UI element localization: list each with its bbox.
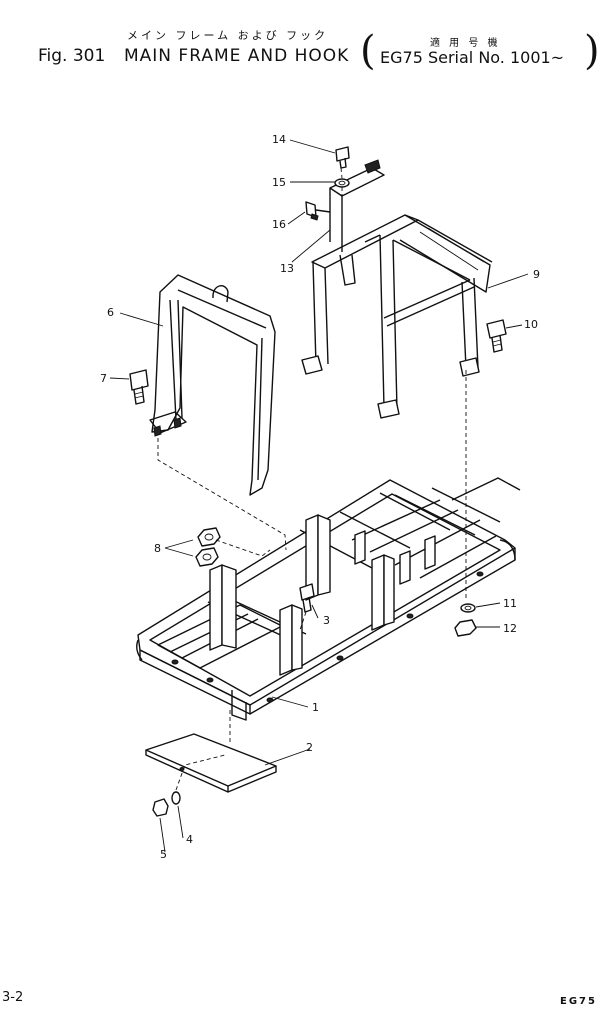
callout-14: 14 xyxy=(272,133,286,146)
callout-10: 10 xyxy=(524,318,538,331)
washer-part-11 xyxy=(460,603,476,613)
open-bracket: ( xyxy=(360,28,376,74)
leader-lines xyxy=(109,139,529,853)
callout-5: 5 xyxy=(160,848,167,861)
assembly-centerlines xyxy=(157,167,467,791)
bolt-part-14 xyxy=(335,146,350,169)
figure-number: Fig. 301 xyxy=(38,46,106,66)
bolt-part-3 xyxy=(299,583,315,613)
hook-frame-part xyxy=(149,274,276,496)
callout-4: 4 xyxy=(186,833,193,846)
model-code: EG75 xyxy=(560,996,597,1007)
callout-1: 1 xyxy=(312,701,319,714)
callout-11: 11 xyxy=(503,597,517,610)
cover-plate-part xyxy=(145,733,277,793)
callout-7: 7 xyxy=(100,372,107,385)
clamp-plate-part-13 xyxy=(329,159,385,252)
callout-13: 13 xyxy=(280,262,294,275)
nut-pair-part-8 xyxy=(195,527,221,567)
bolt-part-7 xyxy=(129,369,149,405)
washer-part-15 xyxy=(334,178,350,188)
callout-8: 8 xyxy=(154,542,161,555)
callout-12: 12 xyxy=(503,622,517,635)
page-number: 3-2 xyxy=(2,990,24,1005)
lock-washer-part-4 xyxy=(171,791,181,805)
callout-2: 2 xyxy=(306,741,313,754)
rack-frame-part xyxy=(301,214,493,419)
applicable-models-jp: 適 用 号 機 xyxy=(430,38,501,49)
wing-bolt-part-16 xyxy=(305,201,331,221)
callout-6: 6 xyxy=(107,306,114,319)
main-frame-part xyxy=(136,477,521,721)
serial-range: EG75 Serial No. 1001~ xyxy=(380,48,565,67)
close-bracket: ) xyxy=(584,28,600,74)
callout-numbers: 1 2 3 4 5 6 7 8 9 10 11 12 13 14 15 16 xyxy=(100,133,540,861)
figure-title: MAIN FRAME AND HOOK xyxy=(124,46,350,66)
nut-part-12 xyxy=(454,619,477,637)
japanese-title: メイン フレーム および フック xyxy=(127,29,329,42)
callout-9: 9 xyxy=(533,268,540,281)
bolt-part-10 xyxy=(486,319,507,353)
callout-15: 15 xyxy=(272,176,286,189)
callout-16: 16 xyxy=(272,218,286,231)
callout-3: 3 xyxy=(323,614,330,627)
nut-part-5 xyxy=(152,798,169,817)
